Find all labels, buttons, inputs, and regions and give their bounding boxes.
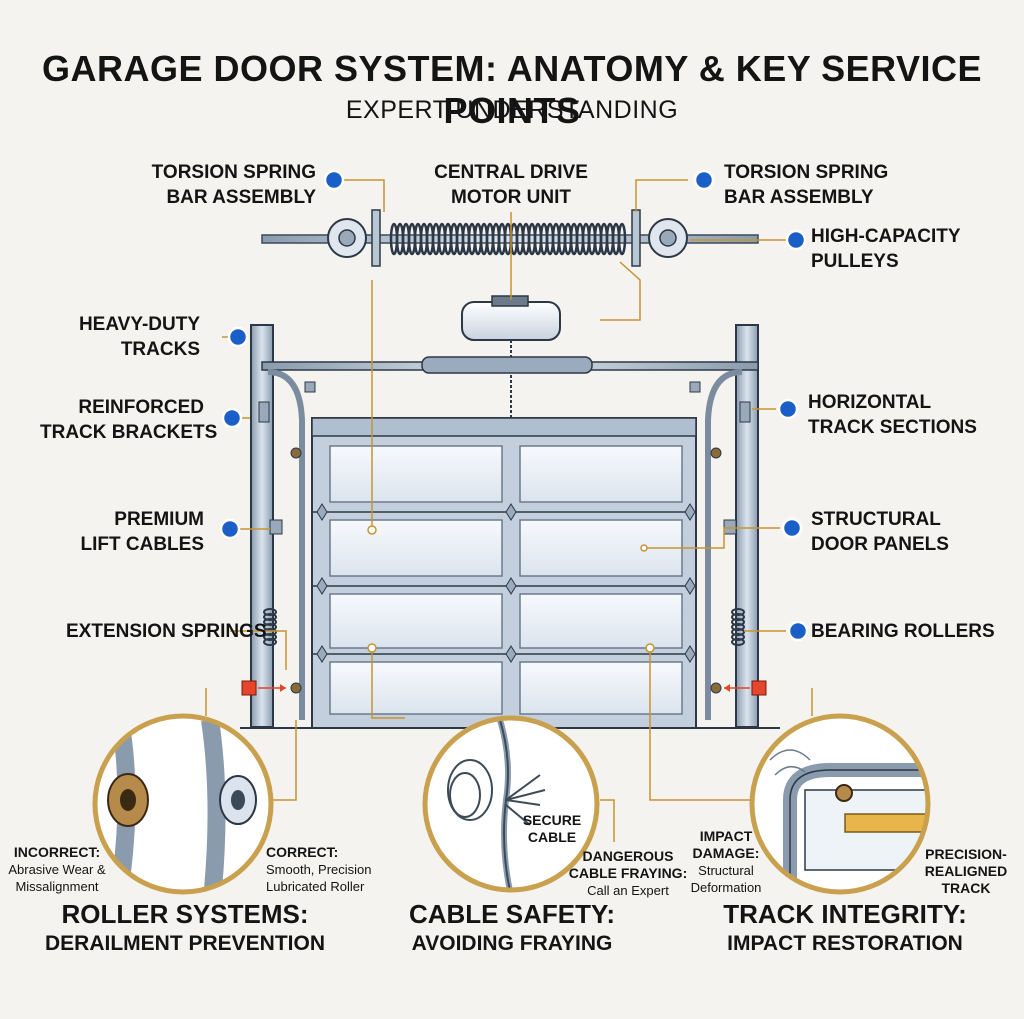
section-roller-systems: ROLLER SYSTEMS:DERAILMENT PREVENTION: [40, 898, 330, 958]
detail-circle-track: [752, 716, 935, 900]
note-incorrect: INCORRECT: Abrasive Wear &Missalignment: [4, 844, 110, 895]
pulley-left: [328, 210, 380, 266]
pulley-right: [632, 210, 687, 266]
detail-circle-rollers: [95, 716, 271, 900]
label-bearing-rollers: BEARING ROLLERS: [811, 619, 995, 644]
section-cable-safety: CABLE SAFETY:AVOIDING FRAYING: [380, 898, 644, 958]
door-panels: [312, 418, 696, 728]
label-extension-springs: EXTENSION SPRINGS: [66, 619, 267, 644]
section-track-integrity: TRACK INTEGRITY:IMPACT RESTORATION: [700, 898, 990, 958]
